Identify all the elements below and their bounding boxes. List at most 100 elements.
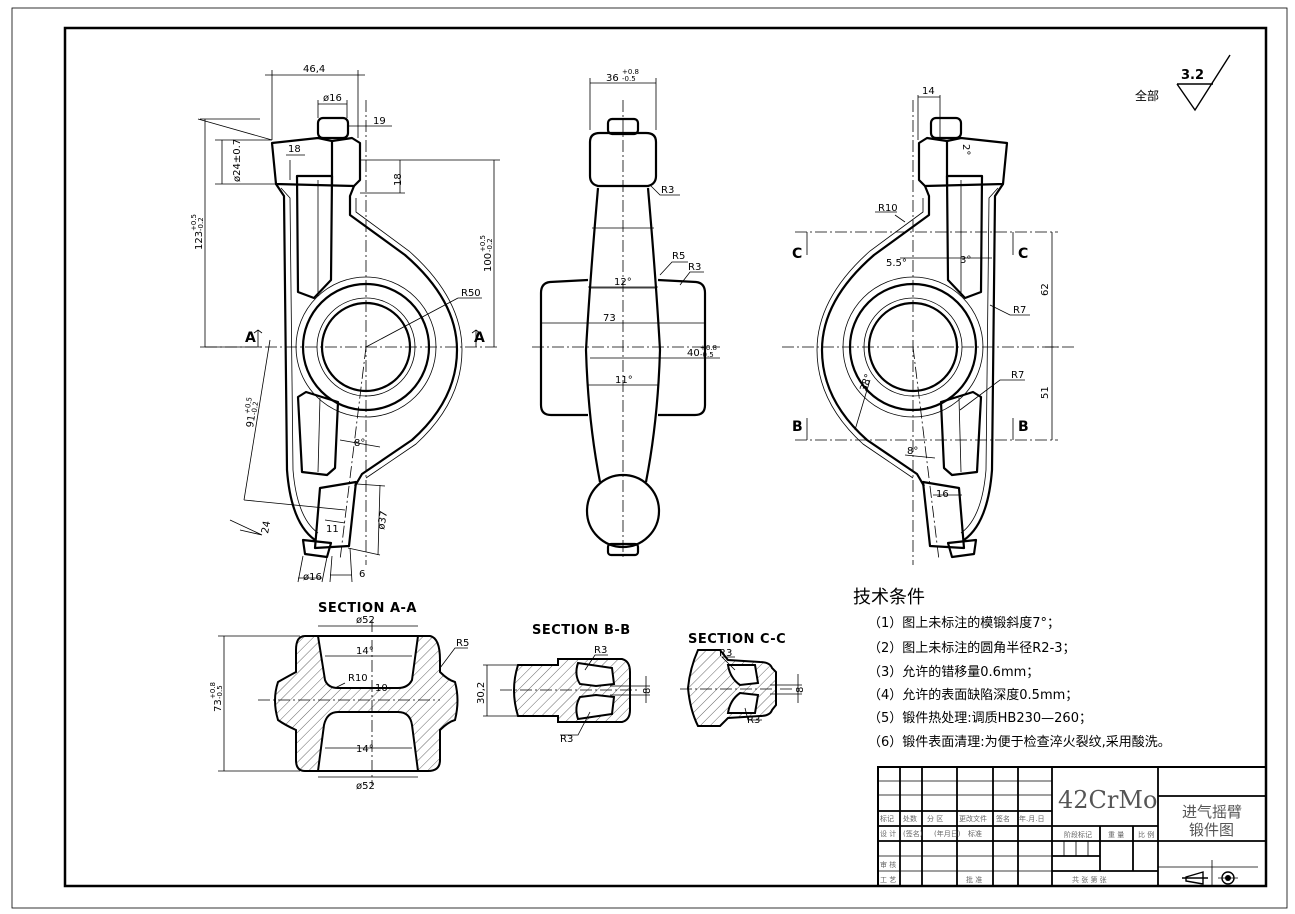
rev-header: 签名 — [996, 814, 1010, 823]
tolerance-lower: -0.2 — [486, 238, 494, 252]
dimension-label: 73 — [213, 699, 224, 712]
title-block: 标记 处数 分 区 更改文件 签名 年.月.日 设 计 (签名) (年月日) 标… — [877, 766, 1267, 887]
tolerance-upper: +0.5 — [479, 235, 487, 252]
dimension-123: 123 +0.5 -0.2 — [190, 214, 205, 250]
roughness-value: 3.2 — [1181, 68, 1204, 83]
dimension-label: 14° — [356, 744, 374, 755]
drawing-frame — [63, 26, 1268, 888]
dimension-40: 40 +0.8 -0.5 — [687, 344, 717, 359]
dimension-label: 10 — [375, 683, 388, 694]
rev-header: 标记 — [880, 814, 894, 823]
design-date: (年月日) — [934, 829, 961, 838]
dimension-label: 51 — [1040, 386, 1051, 399]
dimension-label: R3 — [661, 185, 674, 196]
dimension-label: 62 — [1040, 283, 1051, 296]
dimension-label: 16 — [936, 489, 949, 500]
tolerance-upper: +0.5 — [243, 396, 254, 414]
dimension-label: ø16 — [323, 93, 342, 104]
tolerance-lower: -0.2 — [197, 217, 205, 231]
dimension-label: 12° — [614, 277, 632, 288]
design-label: 设 计 — [880, 829, 896, 838]
dimension-label: 8° — [907, 446, 918, 457]
section-mark-a: A — [245, 330, 256, 346]
dimension-label: 8 — [642, 688, 653, 694]
dimension-100: 100 +0.5 -0.2 — [479, 235, 494, 272]
dimension-73: 73 +0.8 -0.5 — [209, 682, 224, 712]
tolerance-upper: +0.8 — [700, 344, 717, 352]
surface-roughness-symbol: 全部 3.2 — [1135, 54, 1231, 112]
note-item: （6）锻件表面清理:为便于检查淬火裂纹,采用酸洗。 — [868, 735, 1171, 750]
dimension-36: 36 +0.8 -0.5 — [606, 68, 639, 84]
dimension-label: ø24±0.7 — [232, 139, 243, 182]
dimension-label: 14° — [356, 646, 374, 657]
dimension-label: 18 — [288, 144, 301, 155]
dimension-label: 2° — [960, 144, 971, 155]
dimension-label: ø16 — [303, 572, 322, 583]
dimension-label: 46,4 — [303, 64, 325, 75]
section-mark-c: C — [1018, 246, 1028, 262]
dimension-91: 91 +0.5 -0.2 — [243, 396, 260, 428]
tolerance-lower: -0.5 — [700, 351, 714, 359]
dimension-label: R50 — [461, 288, 481, 299]
dimension-label: ø37 — [376, 510, 390, 530]
dimension-label: 18 — [393, 173, 404, 186]
weight-label: 重 量 — [1108, 831, 1124, 839]
section-mark-b: B — [1018, 419, 1029, 435]
note-item: （5）锻件热处理:调质HB230—260； — [868, 711, 1092, 726]
section-mark-c: C — [792, 246, 802, 262]
dimension-label: R3 — [747, 715, 760, 726]
dimension-label: R5 — [672, 251, 685, 262]
dimension-label: 11° — [615, 375, 633, 386]
projection-symbol-icon — [1182, 871, 1238, 885]
tolerance-lower: -0.5 — [216, 685, 224, 699]
sheets-label: 共 张 第 张 — [1072, 875, 1107, 884]
dimension-label: 11 — [326, 524, 339, 535]
dimension-label: ø52 — [356, 781, 375, 792]
dimension-label: 30,2 — [476, 682, 487, 704]
section-mark-a: A — [474, 330, 485, 346]
dimension-label: R3 — [594, 645, 607, 656]
dimension-label: R7 — [1011, 370, 1024, 381]
stage-label: 阶段标记 — [1064, 830, 1092, 839]
material: 42CrMo — [1058, 786, 1157, 814]
technical-requirements: 技术条件 （1）图上未标注的模锻斜度7°； （2）图上未标注的圆角半径R2-3；… — [853, 587, 1171, 750]
section-title: SECTION A-A — [318, 601, 417, 616]
design-signature: (签名) — [903, 829, 923, 838]
dimension-label: 38° — [858, 373, 874, 393]
note-item: （3）允许的错移量0.6mm； — [868, 664, 1039, 680]
rev-header: 处数 — [903, 814, 917, 823]
tolerance-upper: +0.8 — [209, 682, 217, 699]
dimension-label: R10 — [348, 673, 368, 684]
rev-header: 年.月.日 — [1019, 814, 1044, 823]
tolerance-upper: +0.8 — [622, 68, 639, 76]
note-item: （2）图上未标注的圆角半径R2-3； — [868, 640, 1076, 656]
dimension-label: 24 — [260, 520, 273, 534]
section-b-b: SECTION B-B R3 30,2 8 R3 — [476, 623, 653, 745]
dimension-label: 14 — [922, 86, 935, 97]
section-a-a: SECTION A-A ø52 14° R10 10 R5 14° ø52 73… — [209, 601, 469, 792]
standard-label: 标准 — [968, 829, 982, 838]
notes-heading: 技术条件 — [853, 587, 925, 608]
dimension-label: 19 — [373, 116, 386, 127]
drawing-subtitle: 锻件图 — [1189, 821, 1234, 839]
note-item: （1）图上未标注的模锻斜度7°； — [868, 615, 1060, 631]
section-c-c: SECTION C-C R3 8 R3 — [680, 632, 806, 727]
rear-view: 14 2° R10 5.5° 3° R7 62 38° R7 51 8° 16 … — [777, 86, 1076, 567]
note-item: （4）允许的表面缺陷深度0.5mm； — [868, 687, 1078, 703]
front-view: 46,4 ø16 19 18 ø24±0.7 18 123 +0.5 -0.2 … — [190, 64, 502, 583]
dimension-label: R3 — [560, 734, 573, 745]
dimension-label: R3 — [719, 648, 732, 659]
section-title: SECTION C-C — [688, 632, 786, 647]
dimension-label: 100 — [483, 253, 494, 272]
dimension-label: 8 — [795, 687, 806, 693]
rev-header: 更改文件 — [959, 814, 987, 823]
tolerance-lower: -0.2 — [250, 401, 260, 416]
rear-view-geometry — [777, 98, 1076, 567]
roughness-scope: 全部 — [1135, 88, 1159, 103]
dimension-label: R7 — [1013, 305, 1026, 316]
dimension-label: 5.5° — [886, 258, 907, 269]
rev-header: 分 区 — [927, 814, 943, 823]
approve-label: 批 准 — [966, 875, 982, 884]
process-label: 工 艺 — [880, 876, 896, 884]
